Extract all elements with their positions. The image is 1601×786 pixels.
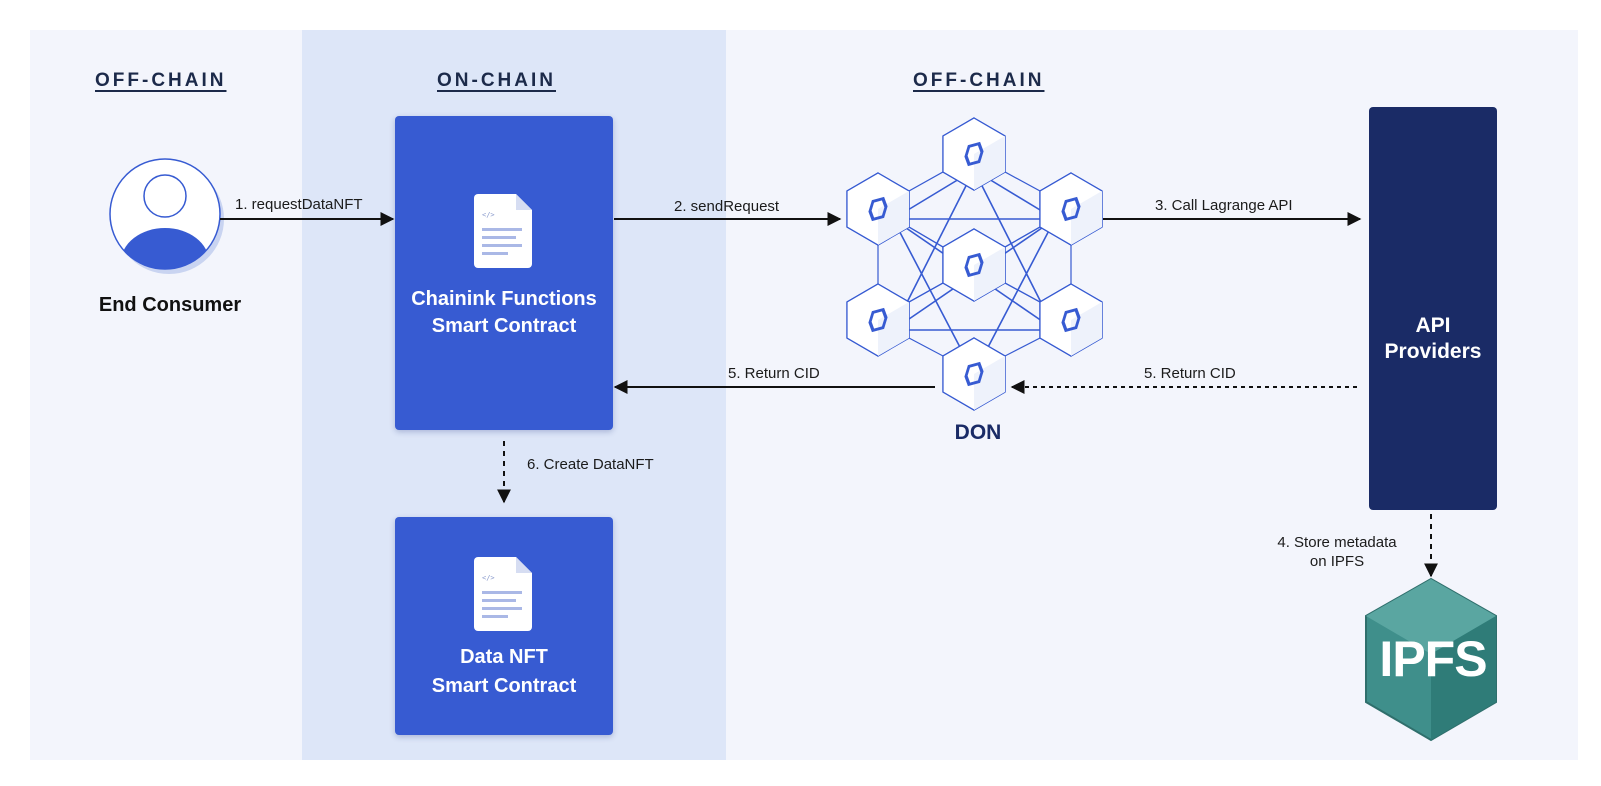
svg-text:</>: </> [482,574,495,582]
functions-contract-title-line2: Smart Contract [431,315,577,337]
document-icon: </> [474,557,532,631]
functions-contract-box: </> Chainink Functions Smart Contract [395,116,613,430]
data-nft-title-line2: Smart Contract [431,675,577,697]
user-avatar-icon [109,158,224,274]
edge-label-call-api: 3. Call Lagrange API [1155,197,1293,214]
edge-label-send-request: 2. sendRequest [674,198,780,215]
edge-label-store-ipfs-line1: 4. Store metadata [1277,534,1397,551]
don-network-icon [846,117,1103,411]
diagram-canvas [30,30,1578,760]
api-label-line2: Providers [1384,340,1482,363]
api-providers-box: API Providers [1369,107,1497,510]
end-consumer-label: End Consumer [98,294,242,316]
section-title-onchain: ON-CHAIN [437,70,556,91]
data-nft-title-line1: Data NFT [460,646,548,668]
don-label: DON [954,421,1002,444]
edge-label-create-datanft: 6. Create DataNFT [527,456,654,473]
edge-label-request-datanft: 1. requestDataNFT [235,196,363,213]
api-label-line1: API [1415,314,1451,337]
section-title-offchain-right: OFF-CHAIN [913,70,1045,91]
section-title-offchain-left: OFF-CHAIN [95,70,227,91]
edge-label-return-cid-left: 5. Return CID [728,365,820,382]
edge-label-return-cid-right: 5. Return CID [1144,365,1236,382]
ipfs-label: IPFS [1379,631,1487,687]
functions-contract-title-line1: Chainink Functions [411,288,597,310]
api-providers-label: API Providers [1369,313,1497,365]
ipfs-logo-icon [1365,577,1497,742]
document-icon: </> [474,194,532,268]
edge-label-store-ipfs-line2: on IPFS [1309,553,1365,570]
svg-text:</>: </> [482,211,495,219]
data-nft-contract-box: </> Data NFT Smart Contract [395,517,613,735]
